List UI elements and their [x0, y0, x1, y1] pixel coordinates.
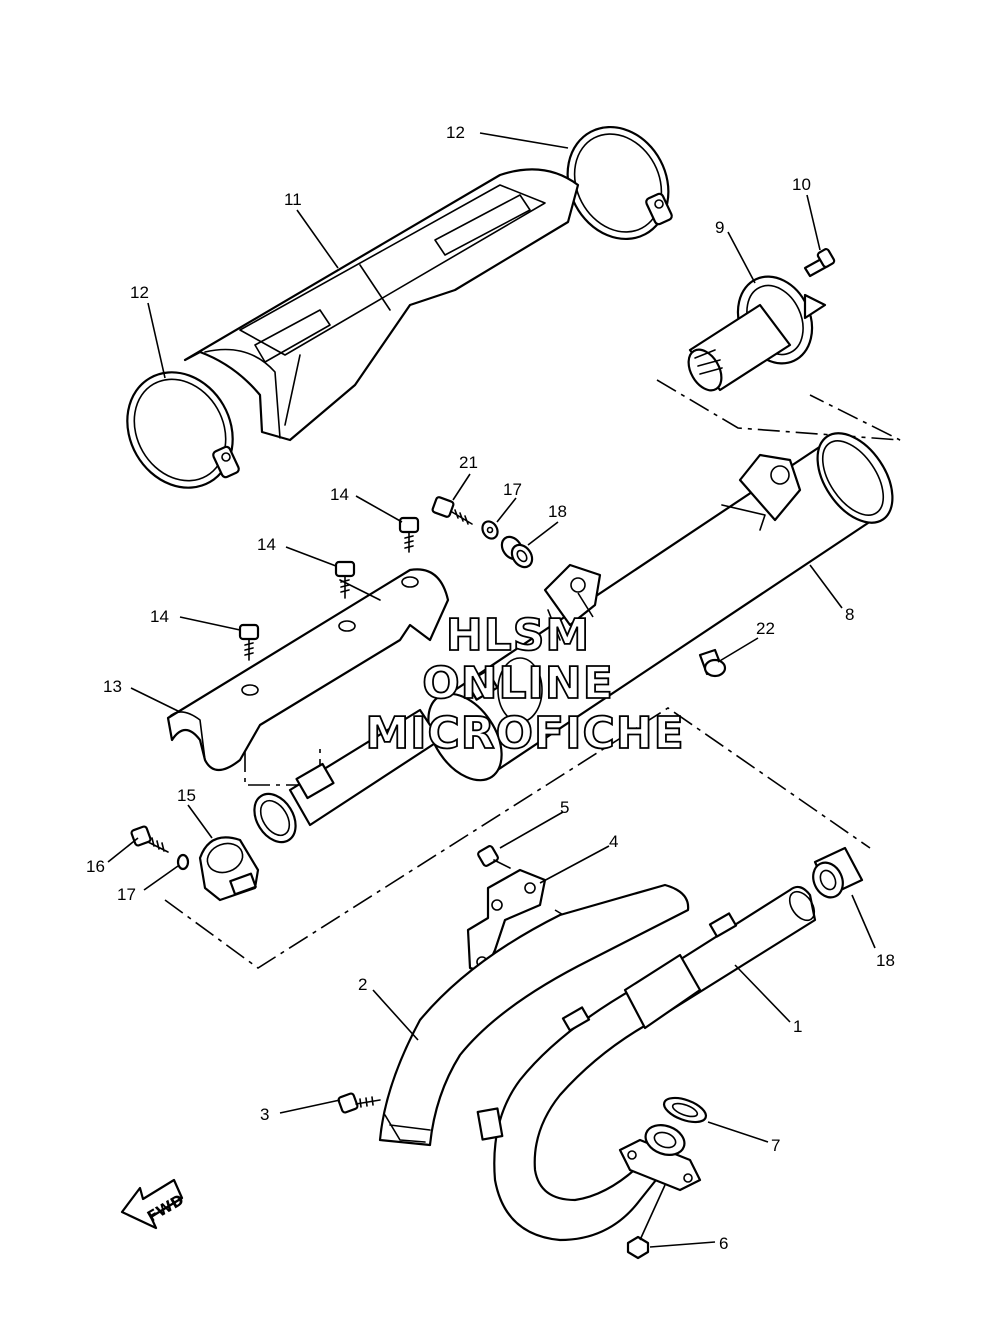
callout-14-c: 14	[330, 485, 349, 504]
spark-arrester	[687, 275, 827, 392]
watermark-line-1: HLSM	[446, 610, 590, 661]
muffler-body	[427, 432, 894, 782]
collar-part-22	[698, 648, 727, 678]
watermark: HLSM ONLINE MICROFICHE	[364, 609, 684, 760]
callout-15: 15	[177, 786, 196, 805]
bolt-part-19	[431, 496, 473, 525]
bolt-part-14-b	[334, 560, 356, 599]
callout-labels: 12 11 10 9 12 21 14 17 18 14 8 14 22 13 …	[86, 123, 895, 1253]
exhaust-clamp-part-15	[198, 836, 260, 902]
grommet-part-21	[500, 535, 534, 569]
exhaust-flange	[618, 1124, 702, 1192]
screw-part-10	[803, 248, 836, 278]
callout-20: 17	[503, 480, 522, 499]
callout-4: 4	[609, 832, 618, 851]
fwd-arrow-icon: FWD	[120, 1178, 187, 1230]
callout-6: 6	[719, 1234, 728, 1253]
callout-9: 9	[715, 218, 724, 237]
callout-18: 18	[876, 951, 895, 970]
gasket-part-7	[662, 1096, 708, 1124]
callout-1: 1	[793, 1017, 802, 1036]
clamp-band-lower	[126, 371, 240, 489]
heat-protector-lower	[166, 568, 450, 772]
bolt-part-5	[477, 845, 511, 869]
clamp-band-upper	[566, 125, 673, 241]
muffler-inlet-pipe	[253, 669, 499, 844]
callout-14-b: 14	[257, 535, 276, 554]
callout-3: 3	[260, 1105, 269, 1124]
callout-10: 10	[792, 175, 811, 194]
bolt-part-14-a	[238, 623, 260, 661]
callout-12-upper: 12	[446, 123, 465, 142]
washer-part-17	[176, 853, 190, 871]
callout-21: 18	[548, 502, 567, 521]
callout-14-a: 14	[150, 607, 169, 626]
callout-11: 11	[284, 190, 302, 209]
leader-lines	[107, 132, 876, 1248]
bolt-part-3	[337, 1092, 381, 1114]
nut-part-6	[626, 1235, 650, 1260]
callout-7: 7	[771, 1136, 780, 1155]
callout-17: 17	[117, 885, 136, 904]
heat-protector-cover	[183, 168, 580, 442]
bolt-part-16	[130, 825, 169, 853]
callout-2: 2	[358, 975, 367, 994]
exhaust-pipe-part-1	[476, 885, 817, 1242]
callout-16: 16	[86, 857, 105, 876]
watermark-line-2: ONLINE	[422, 658, 614, 709]
callout-5: 5	[560, 798, 569, 817]
callout-22: 22	[756, 619, 775, 638]
callout-12-lower: 12	[130, 283, 149, 302]
sleeve-part-18	[812, 846, 864, 899]
callout-13: 13	[103, 677, 122, 696]
callout-19: 21	[459, 453, 478, 472]
washer-part-20	[481, 520, 499, 540]
callout-8: 8	[845, 605, 854, 624]
watermark-line-3: MICROFICHE	[365, 708, 684, 759]
bolt-part-14-c	[398, 516, 420, 553]
